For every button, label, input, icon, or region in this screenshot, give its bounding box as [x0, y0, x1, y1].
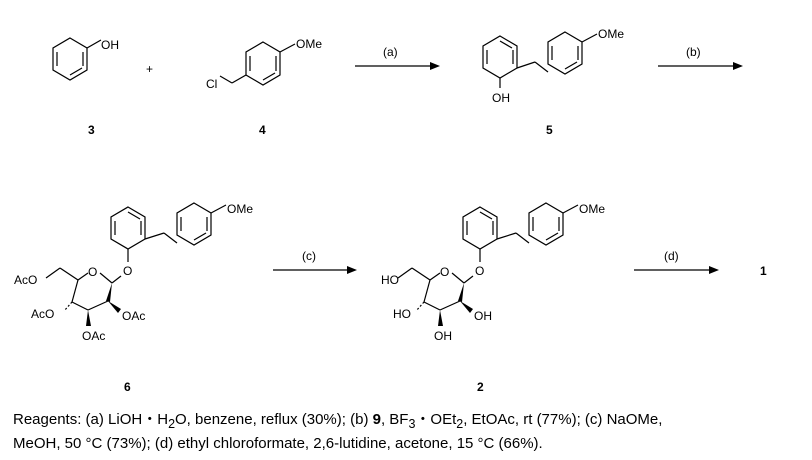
- arrow-c-label: (c): [302, 249, 316, 263]
- reagents-caption: Reagents: (a) LiOH・H2O, benzene, reflux …: [13, 410, 803, 453]
- plus-sign: +: [146, 62, 153, 76]
- arrow-a-label: (a): [383, 45, 398, 59]
- arrow-a-head: [430, 62, 440, 70]
- c6-aco4-label: AcO: [31, 307, 54, 321]
- caption-text: ・OEt: [415, 411, 457, 428]
- caption-subscript: 2: [456, 417, 464, 431]
- compound-1-number: 1: [760, 264, 767, 278]
- c5-ome-label: OMe: [598, 27, 624, 41]
- c4-ome-label: OMe: [296, 37, 322, 51]
- c2-oh2-label: OH: [474, 309, 492, 323]
- c5-oh-label: OH: [492, 91, 510, 105]
- compound-5-number: 5: [546, 123, 553, 137]
- c2-link-o-label: O: [475, 264, 484, 278]
- caption-line-1: Reagents: (a) LiOH・H2O, benzene, reflux …: [13, 410, 803, 434]
- c2-ho6-label: HO: [381, 273, 399, 287]
- c2-ring-o-label: O: [440, 265, 449, 279]
- caption-text: O, benzene, reflux (30%); (b): [175, 411, 373, 428]
- compound-3-structure: OH: [52, 37, 119, 81]
- compound-6-number: 6: [124, 380, 131, 394]
- arrow-c-head: [347, 266, 357, 274]
- c4-cl-label: Cl: [206, 77, 217, 91]
- c3-oh-label: OH: [101, 38, 119, 52]
- caption-compound-ref: 9: [372, 411, 381, 428]
- arrow-d-head: [709, 266, 719, 274]
- caption-subscript: 2: [168, 417, 176, 431]
- c6-link-o-label: O: [123, 264, 132, 278]
- c6-aco6-label: AcO: [14, 273, 37, 287]
- c6-ome-label: OMe: [227, 202, 253, 216]
- compound-2-structure: OMe O O OH OH HO HO: [381, 202, 605, 343]
- c2-oh3-label: OH: [434, 329, 452, 343]
- arrow-d-label: (d): [664, 249, 679, 263]
- caption-text: , BF: [380, 411, 409, 428]
- c6-oac3-label: OAc: [82, 329, 105, 343]
- compound-4-number: 4: [259, 123, 266, 137]
- caption-text: Reagents: (a) LiOH・H: [13, 411, 169, 428]
- compound-5-structure: OH OMe: [482, 27, 624, 105]
- caption-subscript: 3: [408, 417, 416, 431]
- compound-6-structure: OMe O O OAc OAc AcO AcO: [14, 202, 253, 343]
- arrow-b-label: (b): [686, 45, 701, 59]
- c2-ome-label: OMe: [579, 202, 605, 216]
- c6-ring-o-label: O: [88, 265, 97, 279]
- c2-ho4-label: HO: [393, 307, 411, 321]
- compound-2-number: 2: [477, 380, 484, 394]
- arrow-b-head: [733, 62, 743, 70]
- compound-4-structure: OMe Cl: [206, 37, 322, 91]
- caption-text: , EtOAc, rt (77%); (c) NaOMe,: [463, 411, 663, 428]
- c6-oac2-label: OAc: [122, 309, 145, 323]
- compound-3-number: 3: [88, 123, 95, 137]
- caption-line-2: MeOH, 50 °C (73%); (d) ethyl chloroforma…: [13, 435, 543, 452]
